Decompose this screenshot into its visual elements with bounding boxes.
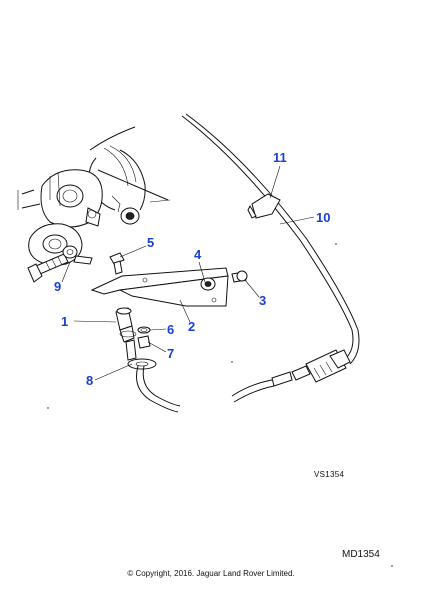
dot xyxy=(391,565,393,567)
callout-10: 10 xyxy=(316,210,330,225)
part-6-oring xyxy=(137,326,151,334)
callout-5: 5 xyxy=(147,235,154,250)
part-11-cable-clip xyxy=(247,193,281,219)
dot xyxy=(47,407,49,409)
callout-3: 3 xyxy=(259,293,266,308)
copyright-notice: © Copyright, 2016. Jaguar Land Rover Lim… xyxy=(127,569,294,578)
part-1-sensor xyxy=(115,307,137,361)
callout-11: 11 xyxy=(273,150,287,165)
part-4-nut xyxy=(200,277,216,291)
callout-9: 9 xyxy=(54,279,61,294)
figure-reference: VS1354 xyxy=(314,470,345,479)
dot xyxy=(335,243,337,245)
leader-lines xyxy=(61,165,315,381)
part-3-bolt xyxy=(231,270,248,283)
part-9-bolt xyxy=(27,245,93,283)
part-8-grommet xyxy=(127,358,181,413)
callout-4: 4 xyxy=(194,247,202,262)
diagram-code: MD1354 xyxy=(342,549,380,560)
part-10-cable xyxy=(181,113,360,403)
callout-8: 8 xyxy=(86,373,93,388)
callout-6: 6 xyxy=(167,322,174,337)
callout-7: 7 xyxy=(167,346,174,361)
part-5-bolt xyxy=(109,252,125,275)
part-7-clip xyxy=(137,335,151,349)
callout-1: 1 xyxy=(61,314,68,329)
callout-2: 2 xyxy=(188,319,195,334)
dot xyxy=(231,361,233,363)
transmission-housing xyxy=(17,126,171,266)
